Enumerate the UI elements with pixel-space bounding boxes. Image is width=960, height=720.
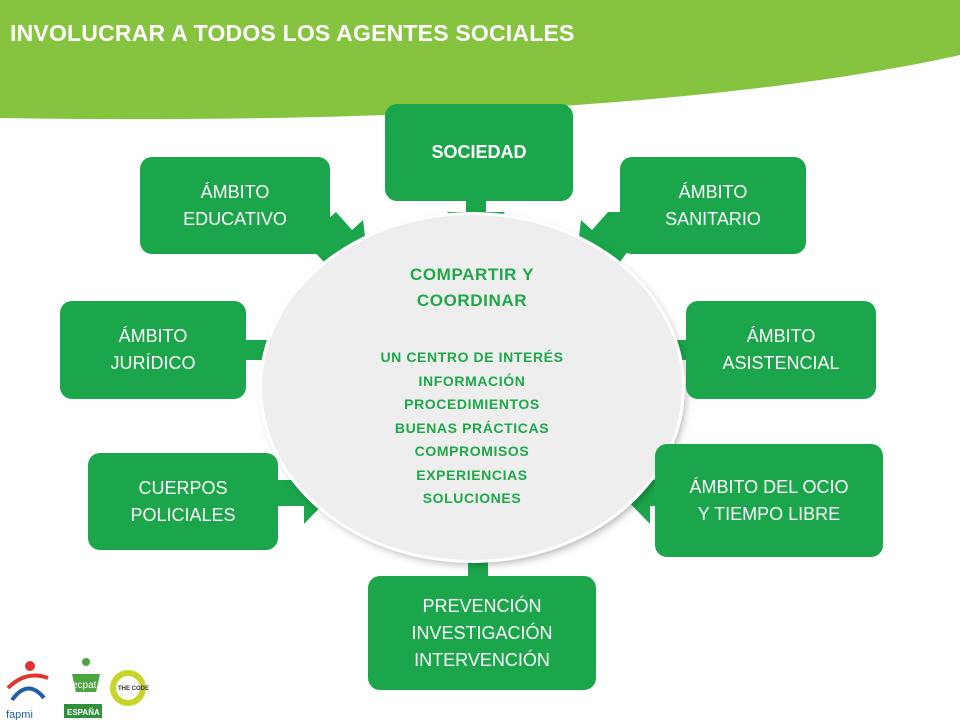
svg-text:fapmi: fapmi (6, 709, 33, 720)
box-prevencion: PREVENCIÓN INVESTIGACIÓN INTERVENCIÓN (368, 576, 596, 690)
box-ambito-educativo: ÁMBITO EDUCATIVO (140, 157, 330, 254)
svg-text:THE CODE: THE CODE (118, 686, 149, 692)
center-item: BUENAS PRÁCTICAS (394, 419, 550, 436)
box-ambito-juridico: ÁMBITO JURÍDICO (60, 301, 246, 399)
the-code-logo: THE CODE (110, 670, 149, 706)
center-item: EXPERIENCIAS (416, 466, 528, 483)
header-wave (0, 0, 960, 120)
box-ambito-asistencial: ÁMBITO ASISTENCIAL (686, 301, 876, 399)
footer-logos: fapmi ecpat ESPAÑA THE CODE (6, 658, 149, 720)
page-title: INVOLUCRAR A TODOS LOS AGENTES SOCIALES (10, 20, 575, 46)
fapmi-logo: fapmi (6, 661, 49, 720)
ecpat-logo: ecpat ESPAÑA (64, 658, 102, 718)
center-item: COMPROMISOS (414, 443, 530, 459)
center-item: PROCEDIMIENTOS (404, 396, 540, 412)
box-cuerpos-policiales: CUERPOS POLICIALES (88, 453, 278, 550)
box-ambito-ocio: ÁMBITO DEL OCIO Y TIEMPO LIBRE (655, 444, 883, 557)
header-band: INVOLUCRAR A TODOS LOS AGENTES SOCIALES (0, 0, 960, 120)
center-item: INFORMACIÓN (418, 372, 526, 389)
box-ambito-sanitario: ÁMBITO SANITARIO (620, 157, 806, 254)
center-title: COMPARTIR Y COORDINAR (409, 265, 535, 310)
center-ellipse (262, 215, 682, 560)
center-items: UN CENTRO DE INTERÉS INFORMACIÓN PROCEDI… (322, 346, 622, 511)
svg-text:ecpat: ecpat (72, 680, 97, 691)
svg-text:ESPAÑA: ESPAÑA (67, 708, 100, 717)
center-item: SOLUCIONES (422, 490, 522, 506)
center-item: UN CENTRO DE INTERÉS (380, 349, 564, 365)
box-sociedad: SOCIEDAD (385, 104, 573, 201)
